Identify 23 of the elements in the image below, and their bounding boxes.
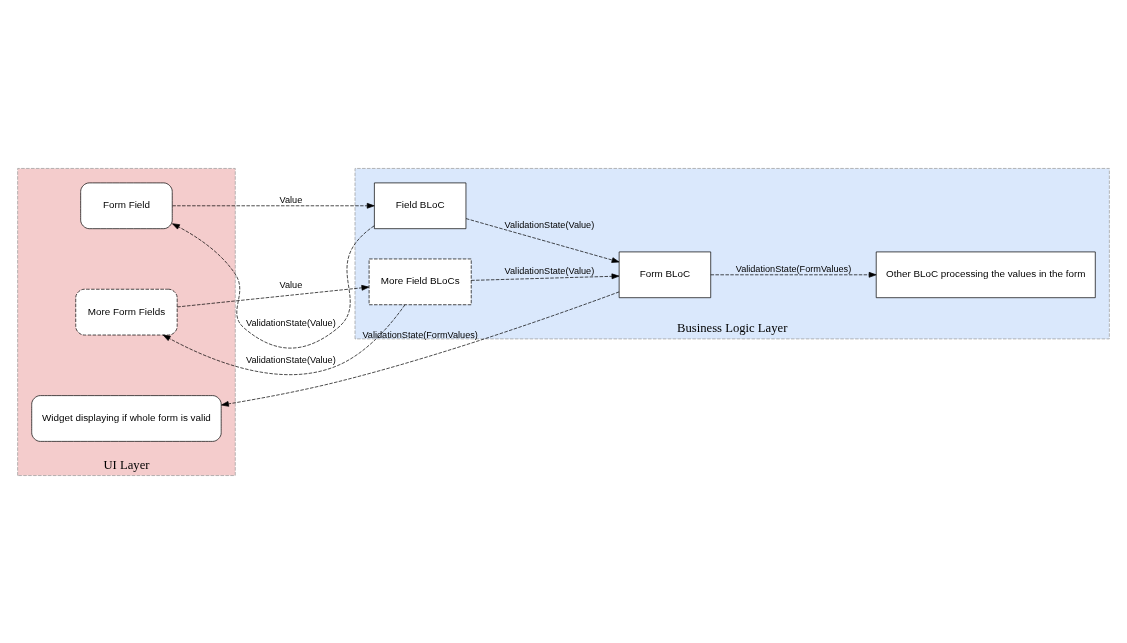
- edge-label: Value: [279, 194, 303, 205]
- edge-label: ValidationState(FormValues): [735, 263, 852, 274]
- edge-label: ValidationState(Value): [246, 354, 336, 365]
- edge-label: Value: [279, 279, 303, 290]
- arrow: [465, 217, 620, 263]
- arrow: [221, 291, 620, 407]
- edge-label: ValidationState(Value): [504, 265, 595, 276]
- edge-label: ValidationState(Value): [246, 317, 336, 328]
- arrow: [162, 303, 406, 375]
- arrow: [710, 271, 877, 278]
- arrow: [172, 202, 375, 209]
- node-box: Form BLoC: [618, 251, 712, 298]
- node-box: More Form Fields: [75, 288, 178, 335]
- arrow: [172, 222, 375, 348]
- node-box: Other BLoC processing the values in the form: [875, 251, 1096, 298]
- node-box: More Field BLoCs: [368, 258, 472, 305]
- edge-label: ValidationState(FormValues): [362, 329, 478, 340]
- node-box: Field BLoC: [374, 182, 467, 229]
- node-box: Widget displaying if whole form is valid: [31, 394, 222, 442]
- arrow: [177, 284, 370, 307]
- edge-label: ValidationState(Value): [504, 219, 595, 230]
- node-box: Form Field: [80, 182, 173, 229]
- arrow: [470, 273, 620, 281]
